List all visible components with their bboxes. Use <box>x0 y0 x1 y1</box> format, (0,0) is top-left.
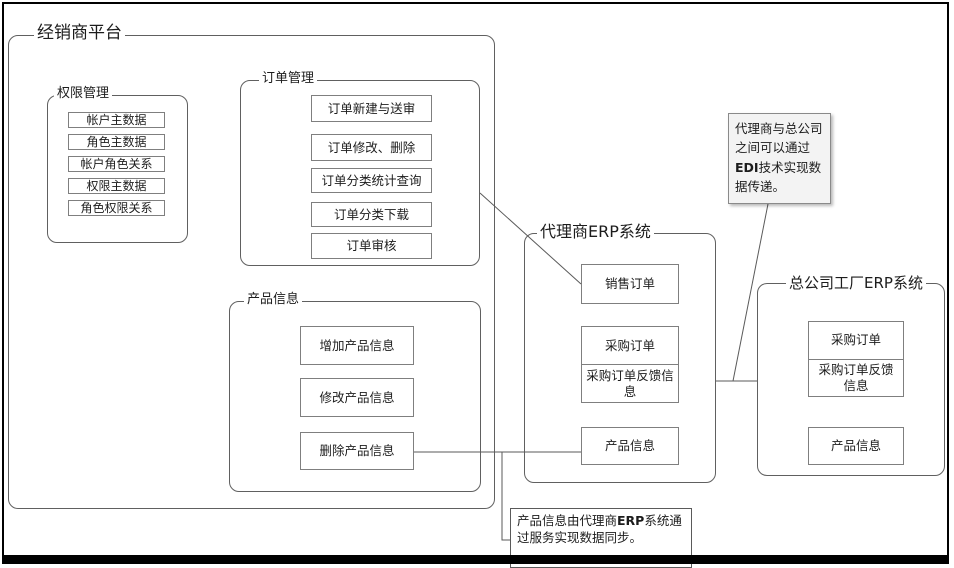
note-sync-text-post: 系统通过服务实现数据同步。 <box>517 513 682 545</box>
box-permission-master-data: 权限主数据 <box>68 178 165 194</box>
note-product-sync: 产品信息由代理商ERP系统通过服务实现数据同步。 <box>510 508 692 568</box>
box-agent-product-info: 产品信息 <box>581 427 679 465</box>
note-edi-data-transfer: 代理商与总公司之间可以通过 EDI技术实现数据传递。 <box>728 113 831 204</box>
box-role-permission-relation: 角色权限关系 <box>68 200 165 216</box>
note-sync-text-bold: ERP <box>617 513 645 528</box>
box-add-product-info: 增加产品信息 <box>300 326 414 365</box>
note-sync-text-pre: 产品信息由代理商 <box>517 513 618 528</box>
note-edi-text-pre: 代理商与总公司之间可以通过 <box>735 121 823 156</box>
box-role-master-data: 角色主数据 <box>68 134 165 150</box>
box-order-category-stats-query: 订单分类统计查询 <box>311 168 432 193</box>
label-product-info: 产品信息 <box>244 292 303 308</box>
label-hq-factory-erp: 总公司工厂ERP系统 <box>786 274 926 293</box>
note-edi-text-post: 技术实现数据传递。 <box>735 159 822 195</box>
label-permission-management: 权限管理 <box>54 86 113 102</box>
box-agent-purchase-order: 采购订单 <box>604 337 655 353</box>
note-edi-text-bold: EDI <box>735 159 759 175</box>
box-hq-product-info: 产品信息 <box>808 427 904 465</box>
group-permission-management <box>47 95 188 243</box>
box-modify-product-info: 修改产品信息 <box>300 378 414 417</box>
box-agent-purchase-order-stack: 采购订单 采购订单反馈信息 <box>581 326 679 403</box>
box-agent-purchase-feedback: 采购订单反馈信息 <box>582 364 678 402</box>
label-distributor-platform: 经销商平台 <box>34 23 125 44</box>
box-account-master-data: 帐户主数据 <box>68 112 165 128</box>
label-order-management: 订单管理 <box>259 71 318 87</box>
sync-note-leader-line <box>501 452 510 541</box>
box-order-modify-delete: 订单修改、删除 <box>311 134 432 161</box>
group-order-management <box>240 80 480 266</box>
label-agent-erp: 代理商ERP系统 <box>537 222 654 242</box>
box-order-create-submit: 订单新建与送审 <box>311 95 432 122</box>
box-hq-purchase-order-stack: 采购订单 采购订单反馈信息 <box>808 321 904 397</box>
box-order-review: 订单审核 <box>311 233 432 259</box>
box-delete-product-info: 删除产品信息 <box>300 432 414 470</box>
box-hq-purchase-feedback: 采购订单反馈信息 <box>809 358 903 397</box>
group-product-info <box>229 301 481 492</box>
box-hq-purchase-order: 采购订单 <box>830 332 881 348</box>
box-order-category-download: 订单分类下载 <box>311 202 432 227</box>
box-agent-sales-order: 销售订单 <box>581 264 679 304</box>
box-account-role-relation: 帐户角色关系 <box>68 156 165 172</box>
